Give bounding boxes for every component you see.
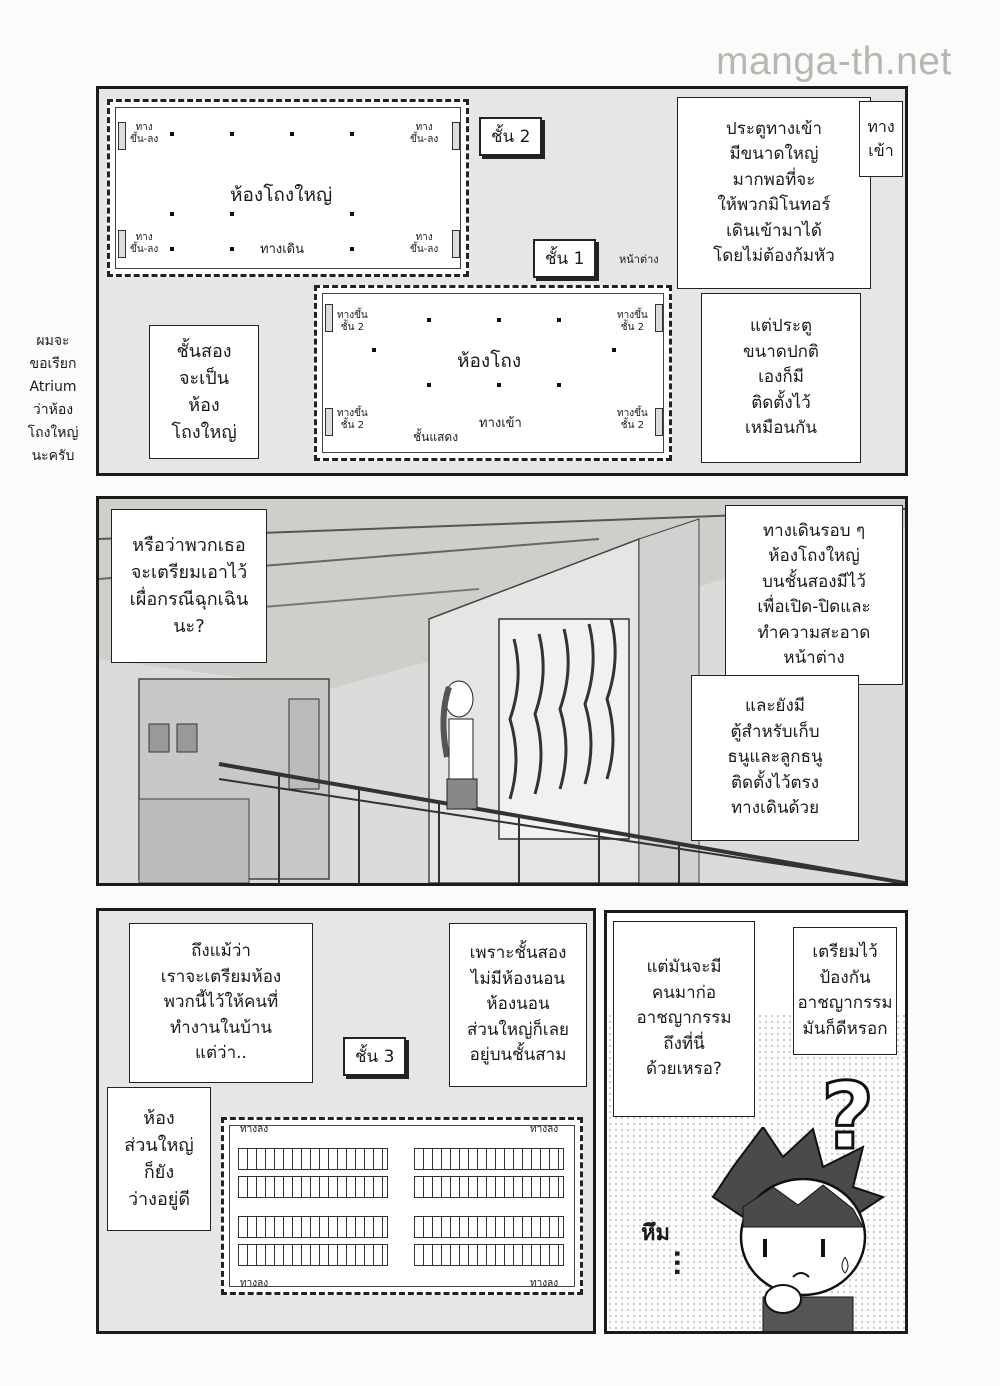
watermark: manga-th.net	[716, 40, 952, 83]
floor1-entrance-label: ทางเข้า	[479, 416, 522, 431]
floor2-tag: ชั้น 2	[479, 117, 543, 156]
bubble-entrance-size: ประตูทางเข้า มีขนาดใหญ่ มากพอที่จะ ให้พว…	[677, 97, 871, 289]
panel-character: แต่มันจะมี คนมาก่อ อาชญากรรม ถึงที่นี่ ด…	[604, 910, 908, 1334]
floor3-stairs-down-br: ทางลง	[530, 1278, 559, 1289]
floor3-tag: ชั้น 3	[343, 1037, 407, 1076]
room-row	[414, 1244, 564, 1266]
floor2-stairs-bl: ทาง ขึ้น-ลง	[130, 232, 159, 255]
door	[325, 408, 333, 436]
floor3-plan: ทางลง ทางลง ทางลง ทางลง	[221, 1117, 583, 1295]
sign-entrance: ทาง เข้า	[859, 101, 903, 177]
door	[452, 122, 460, 150]
sfx-hmm: หึม	[641, 1221, 671, 1246]
floor1-plan: ห้องโถง ทางเข้า ชั้นแสดง ทางขึ้น ชั้น 2 …	[314, 285, 672, 461]
floor1-window-label: หน้าต่าง	[619, 253, 659, 266]
panel-corridor: หรือว่าพวกเธอ จะเตรียมเอาไว้ เผื่อกรณีฉุ…	[96, 496, 908, 886]
floor2-walkway-label: ทางเดิน	[260, 242, 304, 257]
panel-floor3: ถึงแม้ว่า เราจะเตรียมห้อง พวกนี้ไว้ให้คน…	[96, 908, 596, 1334]
bubble-crime: แต่มันจะมี คนมาก่อ อาชญากรรม ถึงที่นี่ ด…	[613, 921, 755, 1117]
margin-note: ผมจะ ขอเรียก Atrium ว่าห้อง โถงใหญ่ นะคร…	[27, 333, 79, 465]
room-row	[238, 1216, 388, 1238]
floor3-stairs-down-bl: ทางลง	[240, 1278, 269, 1289]
bubble-prepared: ถึงแม้ว่า เราจะเตรียมห้อง พวกนี้ไว้ให้คน…	[129, 923, 313, 1083]
door	[118, 230, 126, 258]
room-row	[414, 1148, 564, 1170]
bubble-cabinet: และยังมี ตู้สำหรับเก็บ ธนูและลูกธนู ติดต…	[691, 675, 859, 841]
floor1-tag: ชั้น 1	[533, 239, 597, 278]
door	[325, 304, 333, 332]
floor2-hall-label: ห้องโถงใหญ่	[230, 184, 333, 206]
bubble-bedrooms: เพราะชั้นสอง ไม่มีห้องนอน ห้องนอน ส่วนให…	[449, 923, 587, 1087]
bubble-walkway: ทางเดินรอบ ๆ ห้องโถงใหญ่ บนชั้นสองมีไว้ …	[725, 505, 903, 685]
door	[655, 408, 663, 436]
floor1-up-tr: ทางขึ้น ชั้น 2	[617, 310, 648, 333]
bubble-second-floor: ชั้นสอง จะเป็น ห้อง โถงใหญ่	[149, 325, 259, 459]
bubble-normal-door: แต่ประตู ขนาดปกติ เองก็มี ติดตั้งไว้ เหม…	[701, 293, 861, 463]
floor2-stairs-br: ทาง ขึ้น-ลง	[410, 232, 439, 255]
floor3-stairs-down-tl: ทางลง	[240, 1124, 269, 1135]
floor1-hall-label: ห้องโถง	[457, 350, 522, 372]
bubble-empty: ห้อง ส่วนใหญ่ ก็ยัง ว่างอยู่ดี	[107, 1087, 211, 1231]
bubble-prevent: เตรียมไว้ ป้องกัน อาชญากรรม มันก็ดีหรอก	[793, 927, 897, 1055]
room-row	[414, 1176, 564, 1198]
floor2-stairs-tr: ทาง ขึ้น-ลง	[410, 122, 439, 145]
floor1-stage-label: ชั้นแสดง	[413, 430, 459, 444]
floor2-plan: ห้องโถงใหญ่ ทางเดิน ทาง ขึ้น-ลง ทาง ขึ้น…	[107, 99, 469, 277]
door	[452, 230, 460, 258]
floor1-up-bl: ทางขึ้น ชั้น 2	[337, 408, 368, 431]
room-row	[238, 1176, 388, 1198]
floor1-up-tl: ทางขึ้น ชั้น 2	[337, 310, 368, 333]
bubble-emergency: หรือว่าพวกเธอ จะเตรียมเอาไว้ เผื่อกรณีฉุ…	[111, 509, 267, 663]
room-row	[238, 1244, 388, 1266]
door	[655, 304, 663, 332]
floor2-stairs-tl: ทาง ขึ้น-ลง	[130, 122, 159, 145]
floor1-up-br: ทางขึ้น ชั้น 2	[617, 408, 648, 431]
room-row	[238, 1148, 388, 1170]
door	[118, 122, 126, 150]
panel-floor-plans: ห้องโถงใหญ่ ทางเดิน ทาง ขึ้น-ลง ทาง ขึ้น…	[96, 86, 908, 476]
question-mark: ?	[819, 1062, 875, 1172]
boy-character	[711, 1127, 886, 1331]
floor3-stairs-down-tr: ทางลง	[530, 1124, 559, 1135]
room-row	[414, 1216, 564, 1238]
sfx-dots: ...	[669, 1249, 697, 1277]
